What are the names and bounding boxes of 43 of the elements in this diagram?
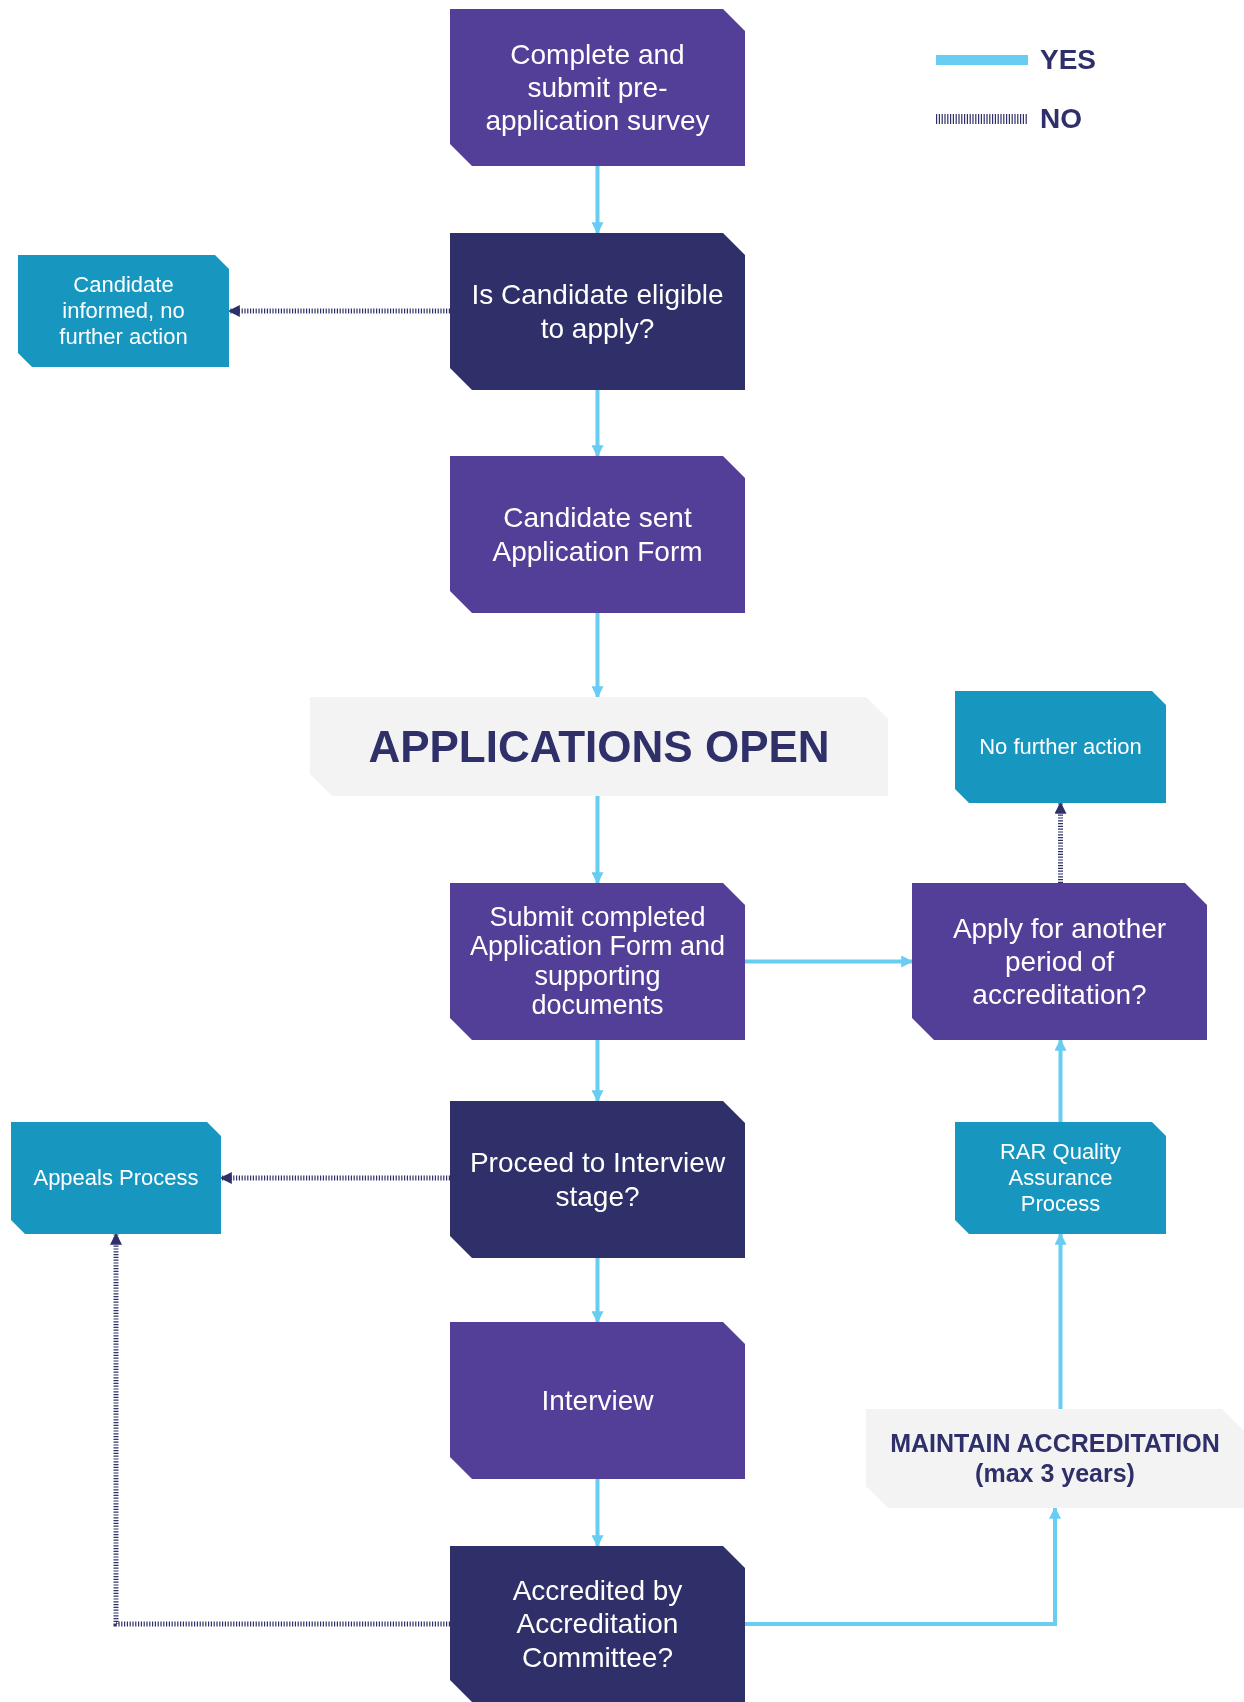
box-text: No further action	[979, 734, 1142, 760]
process-box	[450, 456, 745, 613]
arrow	[591, 613, 604, 699]
box-text: Complete and submit pre-application survey	[484, 37, 711, 138]
banner-box	[310, 697, 888, 796]
box-text: Proceed to Interview stage?	[468, 1146, 727, 1213]
process-box	[450, 233, 745, 390]
arrow	[591, 1258, 604, 1324]
arrow	[1054, 801, 1067, 883]
box-text: Accredited by Accreditation Committee?	[511, 1574, 684, 1674]
box-text: Candidate sent Application Form	[491, 501, 704, 568]
box-text: MAINTAIN ACCREDITATION (max 3 years)	[889, 1429, 1221, 1488]
box-text: RAR Quality Assurance Process	[998, 1139, 1122, 1217]
arrow	[591, 390, 604, 458]
process-box	[450, 1322, 745, 1479]
process-box	[912, 883, 1207, 1040]
process-box	[955, 1122, 1166, 1234]
arrow	[745, 955, 914, 968]
process-box	[18, 255, 229, 367]
box-text: Is Candidate eligible to apply?	[470, 278, 725, 345]
arrow	[1054, 1038, 1067, 1122]
process-box	[450, 1546, 745, 1702]
legend-label: NO	[1040, 103, 1082, 135]
arrow	[591, 1040, 604, 1103]
legend-label: YES	[1040, 44, 1097, 76]
arrow	[745, 1506, 1061, 1626]
box-text: Apply for another period of accreditation?	[951, 911, 1168, 1012]
arrow	[110, 1232, 450, 1627]
process-box	[450, 9, 745, 166]
arrow	[591, 796, 604, 885]
arrow	[1054, 1232, 1067, 1409]
box-text: Submit completed Application Form and supporting documents	[468, 903, 727, 1020]
arrow	[591, 166, 604, 235]
process-box	[450, 1101, 745, 1258]
process-box	[955, 691, 1166, 803]
box-text: Candidate informed, no further action	[58, 272, 189, 350]
box-text: APPLICATIONS OPEN	[368, 720, 830, 773]
process-box	[11, 1122, 221, 1234]
box-text: Appeals Process	[33, 1165, 199, 1191]
process-box	[450, 883, 745, 1040]
arrow	[591, 1479, 604, 1548]
banner-box	[866, 1409, 1244, 1508]
box-text: Interview	[541, 1384, 654, 1417]
